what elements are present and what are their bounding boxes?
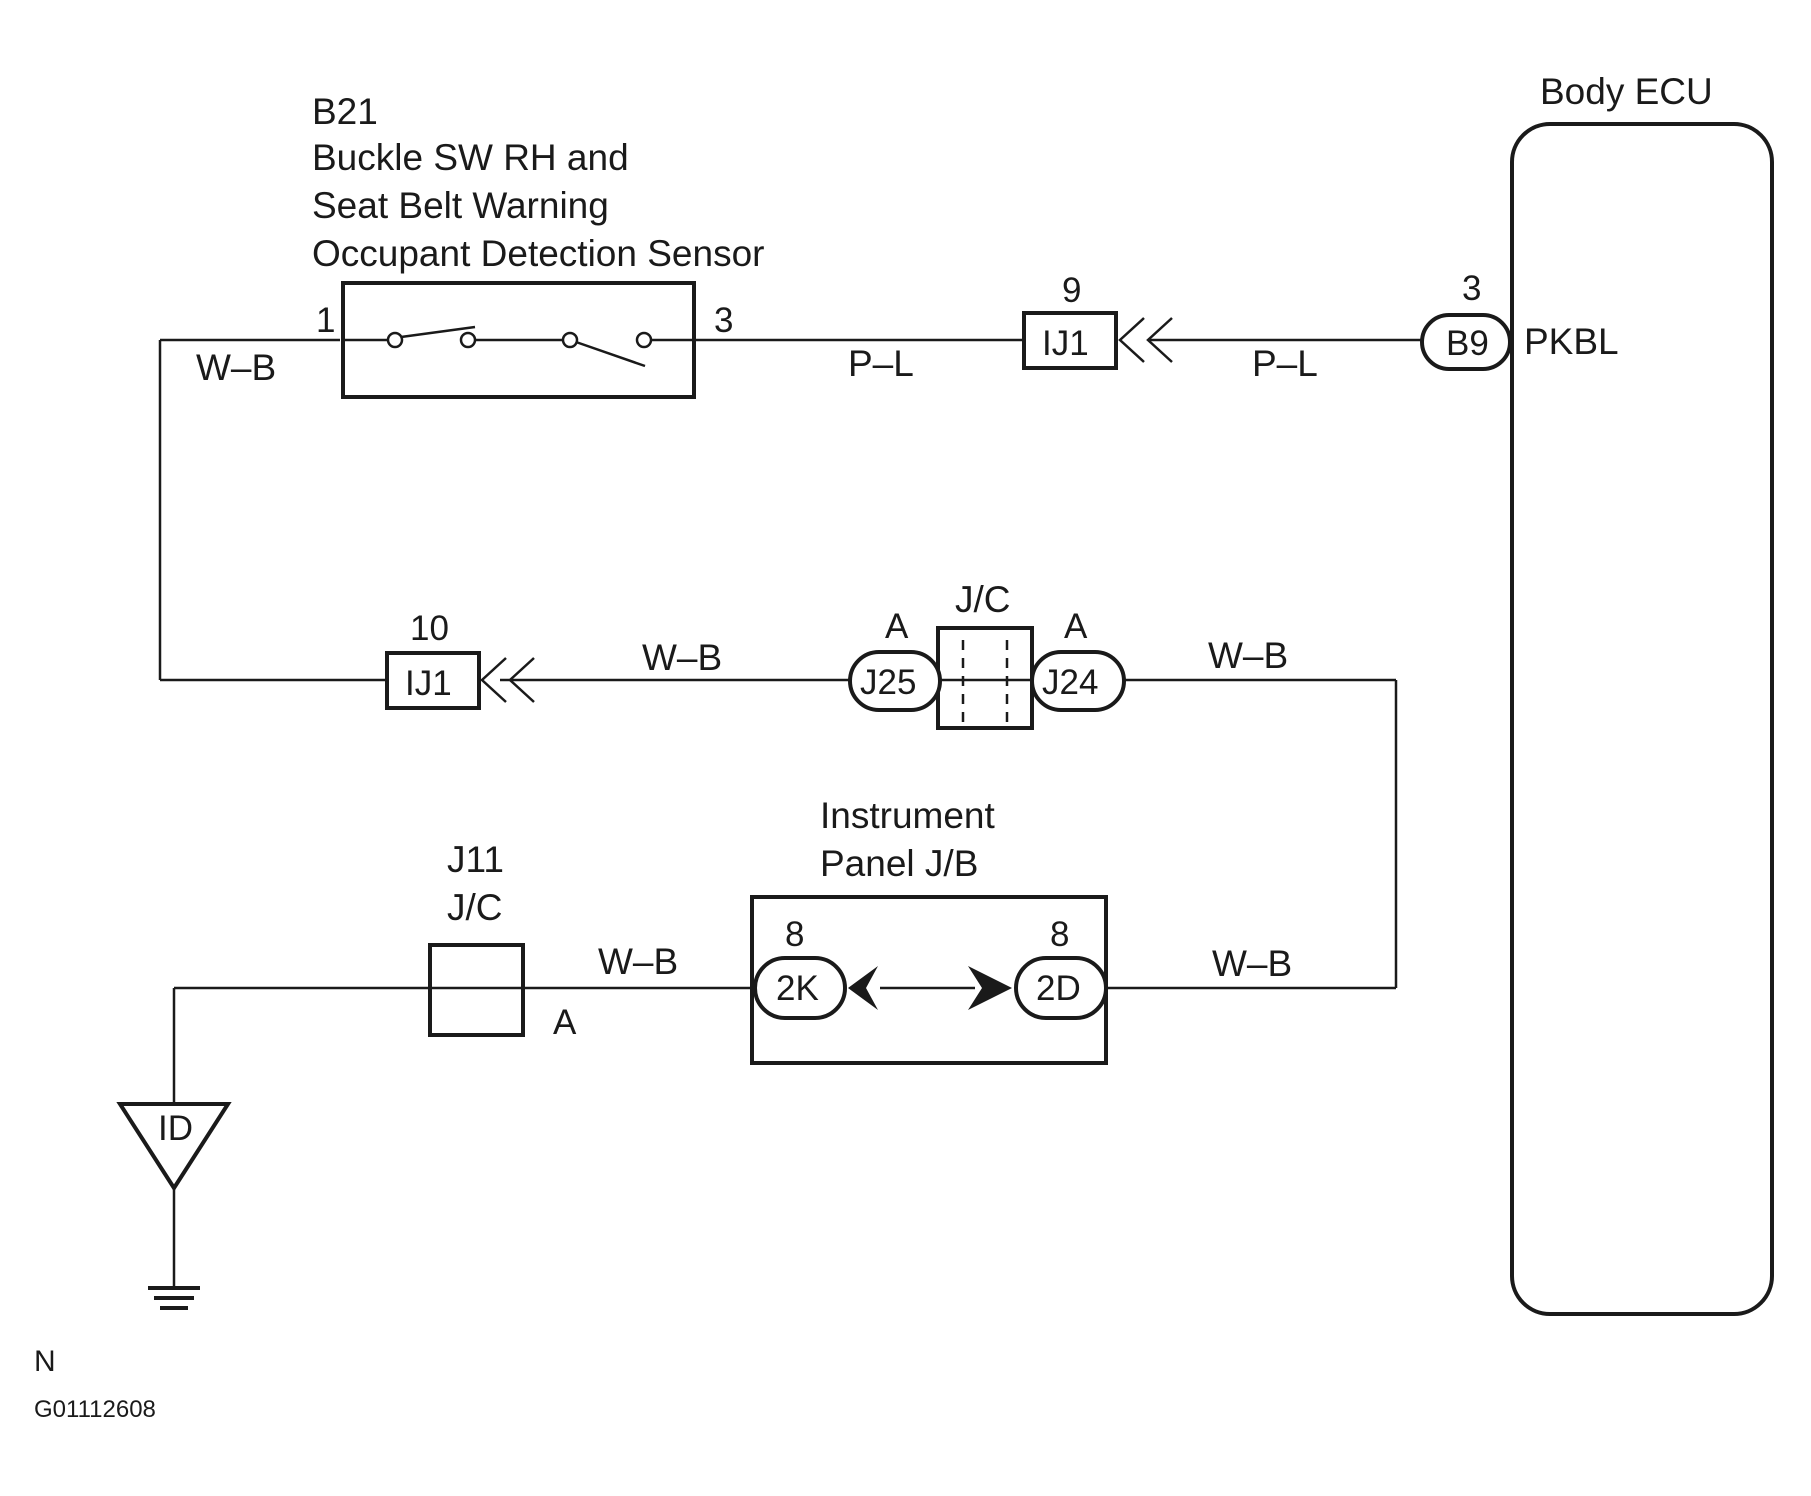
instrument-panel-jb: Instrument Panel J/B 8 8 2K 2D [750,795,1108,1065]
ecu-title: Body ECU [1540,71,1713,112]
wire-label-top-right: P–L [1252,343,1318,384]
sensor-pin-left: 1 [316,301,335,340]
ipjb-left-pin: 8 [785,915,804,954]
ipjb-right-pill [1014,956,1108,1020]
ij1-mid-box [385,651,481,710]
switch-contact [386,331,404,349]
footer-code: G01112608 [34,1396,156,1423]
switch-contact [561,331,579,349]
wire-label-bottom-right: W–B [1212,943,1292,984]
sensor-b21: B21 Buckle SW RH and Seat Belt Warning O… [312,91,764,399]
ground-point: ID [116,1102,232,1310]
switch-blade [400,325,476,339]
sensor-name-line1: Buckle SW RH and [312,137,629,178]
jc-middle-right-connector: J24 [1042,663,1098,702]
ground-triangle-icon [116,1102,232,1192]
ij1-top-pin: 9 [1062,271,1081,310]
ecu-connector: B9 [1446,324,1489,363]
wire-label-mid-left: W–B [642,637,722,678]
ipjb-right-connector: 2D [1036,969,1081,1008]
sensor-code: B21 [312,91,378,132]
body-ecu: Body ECU 3 B9 PKBL [1420,71,1774,1316]
ij1-mid-chevron-icon [480,657,507,703]
jc-bottom-j11: J11 J/C A [428,839,577,1042]
wire-label-bottom-left: W–B [598,941,678,982]
ecu-pin: 3 [1462,269,1481,308]
switch-blade [575,340,646,368]
ecu-connector-pill [1420,313,1512,371]
j11-code: J11 [447,839,504,880]
wires [158,338,1422,1286]
j11-pin: A [553,1003,577,1042]
jc-middle-title: J/C [955,579,1011,620]
jc-middle: J/C A A J25 J24 [848,579,1126,730]
ipjb-right-pin: 8 [1050,915,1069,954]
ij1-top-chevron-icon [1146,317,1173,363]
jc-middle-left-pin: A [885,607,909,646]
jc-middle-left-pill [848,650,942,712]
ij1-top-chevron-icon [1118,317,1145,363]
connector-ij1-mid: 10 IJ1 [385,609,535,710]
ipjb-left-pill [753,956,847,1020]
jc-middle-right-pin: A [1064,607,1088,646]
ecu-terminal: PKBL [1524,321,1619,362]
ipjb-right-chevron-icon [968,966,1012,1010]
ecu-box [1510,122,1774,1316]
j11-box [428,943,525,1037]
ipjb-left-chevron-icon [848,966,878,1010]
ipjb-left-connector: 2K [776,969,819,1008]
connector-ij1-top: 9 IJ1 [1022,271,1173,370]
ground-label: ID [158,1109,193,1148]
ipjb-title-line2: Panel J/B [820,843,978,884]
jc-middle-left-connector: J25 [860,663,916,702]
ipjb-title-line1: Instrument [820,795,996,836]
ij1-mid-pin: 10 [410,609,449,648]
sensor-name-line3: Occupant Detection Sensor [312,233,764,274]
footer-letter: N [34,1345,56,1378]
jc-middle-box [936,626,1034,730]
ij1-mid-label: IJ1 [405,664,452,703]
jc-middle-right-pill [1030,650,1126,712]
sensor-name-line2: Seat Belt Warning [312,185,609,226]
ij1-top-box [1022,311,1118,370]
ij1-top-label: IJ1 [1042,324,1089,363]
sensor-pin-right: 3 [714,301,733,340]
ij1-mid-chevron-icon [508,657,535,703]
wire-label-mid-right: W–B [1208,635,1288,676]
wire-label-top-mid: P–L [848,343,914,384]
wire-label-top-left: W–B [196,347,276,388]
j11-title: J/C [447,887,503,928]
